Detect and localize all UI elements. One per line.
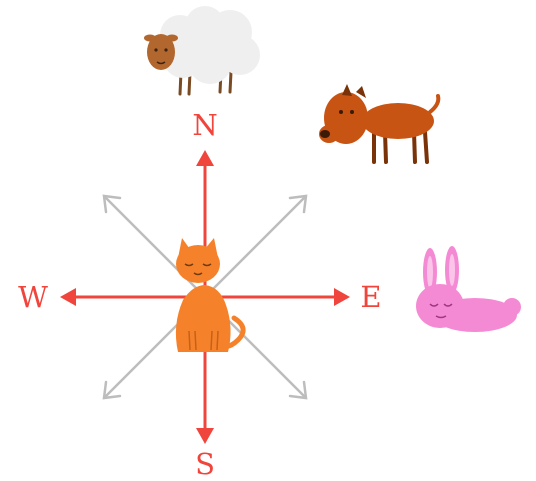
sheep-illustration (144, 6, 260, 96)
arrow-southeast-head (288, 380, 308, 400)
cat-illustration (175, 238, 246, 352)
west-label: W (18, 280, 48, 314)
arrow-northeast-head (288, 194, 308, 214)
east-label: E (360, 280, 381, 314)
arrow-southwest-head (102, 380, 122, 400)
arrow-north-head (196, 150, 214, 166)
arrow-northwest-head (102, 194, 122, 214)
arrow-south-head (196, 428, 214, 444)
arrow-west-head (60, 288, 76, 306)
south-label: S (195, 447, 215, 481)
dog-illustration (319, 84, 441, 164)
rabbit-illustration (416, 246, 521, 332)
north-label: N (192, 108, 217, 142)
arrow-east-head (334, 288, 350, 306)
arrow-northeast (203, 196, 306, 299)
